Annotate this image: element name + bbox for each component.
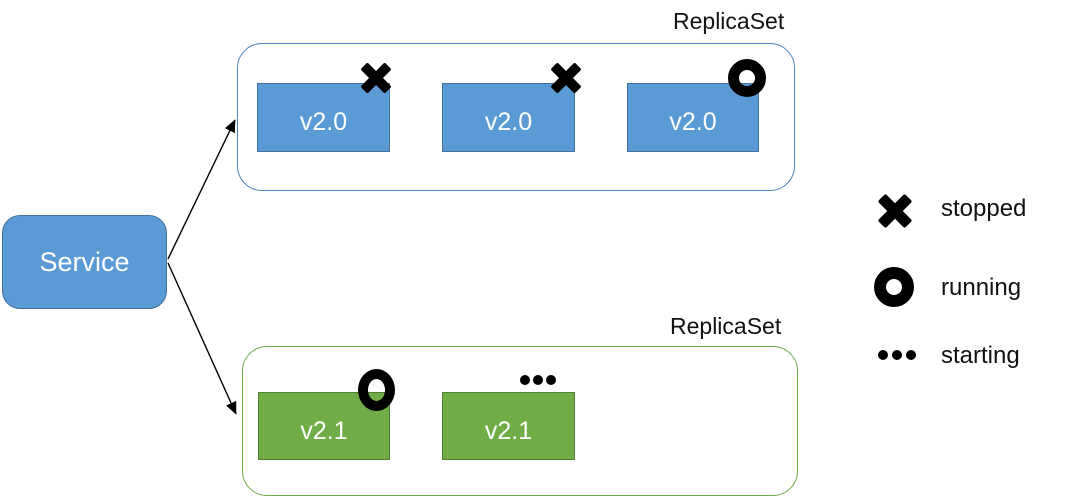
running-ring-icon [728, 59, 766, 97]
running-ring-icon [358, 369, 395, 411]
starting-dots-icon [520, 375, 556, 385]
service-label: Service [39, 246, 130, 277]
pod-v20-1: v2.0 [257, 83, 390, 152]
arrow-to-replicaset-v21 [167, 262, 237, 415]
stopped-cross-icon [546, 60, 586, 96]
running-ring-icon [874, 267, 914, 307]
pod-v21-2: v2.1 [442, 392, 575, 460]
replicaset-v21-container [242, 346, 798, 496]
arrow-to-replicaset-v20 [167, 119, 236, 260]
stopped-cross-icon [356, 60, 396, 96]
service-node: Service [2, 215, 167, 309]
pod-v20-2: v2.0 [442, 83, 575, 152]
starting-dots-icon [878, 350, 916, 360]
pod-label: v2.1 [300, 416, 348, 445]
legend-label-starting: starting [941, 342, 1020, 369]
pod-label: v2.0 [669, 108, 717, 136]
stopped-cross-icon [873, 191, 917, 231]
replicaset-v20-container [237, 43, 795, 191]
pod-label: v2.0 [484, 108, 533, 136]
pod-label: v2.0 [299, 108, 348, 136]
legend-label-running: running [941, 274, 1022, 301]
pod-label: v2.1 [484, 416, 533, 445]
replicaset-v21-title: ReplicaSet [670, 313, 782, 339]
legend-label-stopped: stopped [941, 195, 1027, 222]
replicaset-v20-title: ReplicaSet [673, 8, 785, 34]
